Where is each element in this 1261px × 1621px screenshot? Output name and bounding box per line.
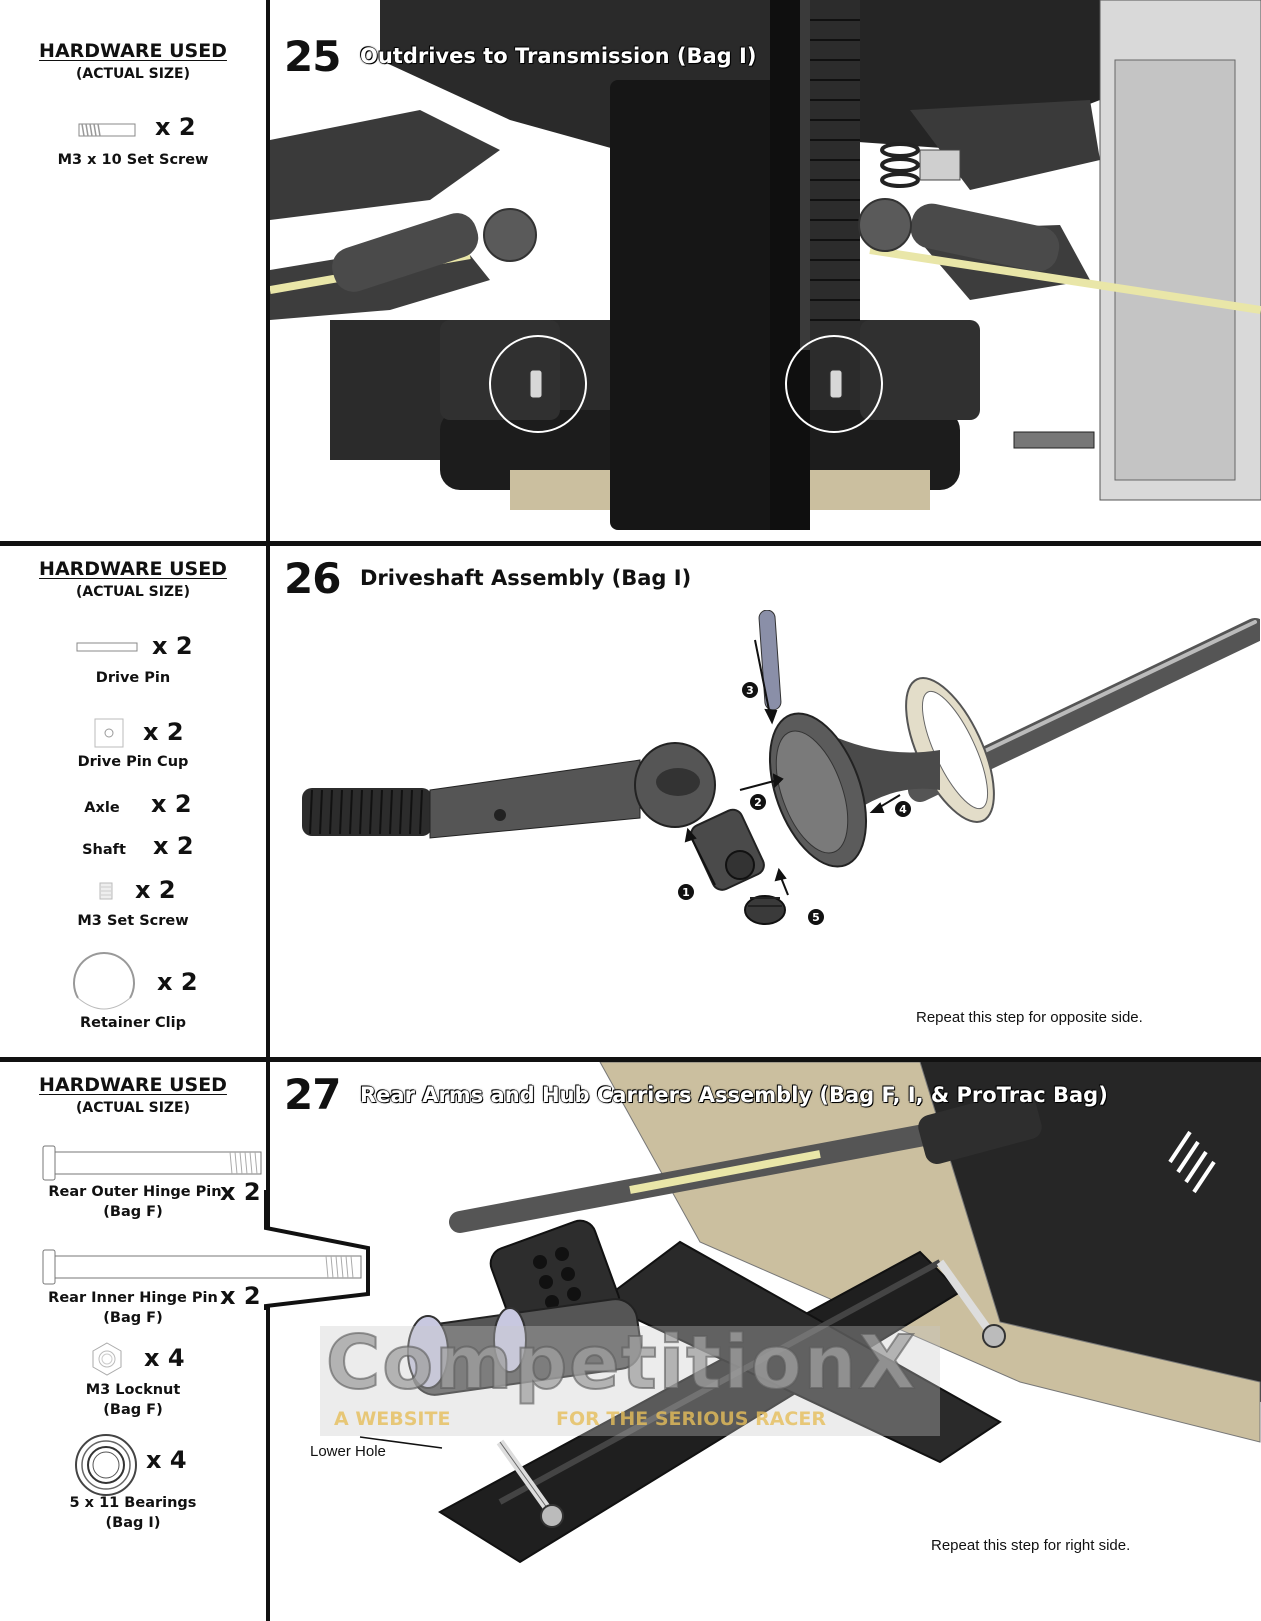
divider-25-26 — [0, 541, 1261, 546]
label-retainer-clip: Retainer Clip — [79, 1015, 186, 1031]
qty-m3x10-set-screw: x 2 — [155, 113, 196, 141]
label-drive-pin: Drive Pin — [95, 670, 171, 686]
driveshaft-exploded-render: 3 2 4 1 5 — [302, 610, 1260, 925]
sublabel-bearings: (Bag I) — [105, 1515, 161, 1531]
sidebar-notch — [264, 1190, 370, 1310]
step-title-25: Outdrives to Transmission (Bag I) — [359, 44, 757, 69]
divider-26-27 — [0, 1057, 1261, 1062]
callout-2-text: 2 — [754, 796, 762, 809]
outdrives-render — [270, 0, 1261, 540]
callout-2 — [750, 794, 766, 810]
qty-rear-inner-hinge-pin: x 2 — [220, 1282, 261, 1310]
label-rear-inner-hinge-pin: Rear Inner Hinge Pin — [48, 1290, 218, 1306]
step-title-26: Driveshaft Assembly (Bag I) — [360, 566, 692, 590]
label-shaft: Shaft — [82, 842, 126, 858]
watermark: CompetitionX A WEBSITE FOR THE SERIOUS R… — [320, 1319, 940, 1436]
watermark-brand: CompetitionX — [325, 1319, 918, 1407]
sublabel-rear-inner-hinge-pin: (Bag F) — [103, 1310, 163, 1326]
bearing-icon — [75, 1434, 137, 1496]
qty-rear-outer-hinge-pin: x 2 — [220, 1178, 261, 1206]
sublabel-m3-locknut: (Bag F) — [103, 1402, 163, 1418]
step-number-27: 27 — [284, 1070, 341, 1119]
note-step-26: Repeat this step for opposite side. — [916, 1009, 1143, 1026]
qty-drive-pin: x 2 — [152, 632, 193, 660]
set-screw-icon — [78, 123, 136, 137]
step-title-27-text: Rear Arms and Hub Carriers Assembly (Bag… — [360, 1083, 1109, 1108]
watermark-tagline-left: A WEBSITE — [334, 1408, 451, 1430]
callout-5-text: 5 — [812, 911, 820, 924]
step-number-26: 26 — [284, 554, 341, 603]
qty-shaft: x 2 — [153, 832, 194, 860]
callout-1-text: 1 — [682, 886, 690, 899]
hinge-pin-icon — [42, 1249, 362, 1285]
callout-4-text: 4 — [899, 803, 907, 816]
note-step-27: Repeat this step for right side. — [931, 1537, 1131, 1554]
hardware-title: HARDWARE USED — [39, 558, 227, 580]
qty-bearings: x 4 — [146, 1446, 187, 1474]
watermark-tagline-right: FOR THE SERIOUS RACER — [556, 1408, 826, 1430]
callout-5 — [808, 909, 824, 925]
label-axle: Axle — [84, 800, 120, 816]
sublabel-rear-outer-hinge-pin: (Bag F) — [103, 1204, 163, 1220]
hardware-subtitle: (ACTUAL SIZE) — [75, 1100, 191, 1116]
qty-retainer-clip: x 2 — [157, 968, 198, 996]
hardware-panel-step-26: HARDWARE USED (ACTUAL SIZE) — [0, 558, 266, 600]
hardware-title: HARDWARE USED — [39, 1074, 227, 1096]
hardware-subtitle: (ACTUAL SIZE) — [75, 584, 191, 600]
step-number-25: 25 — [284, 32, 341, 81]
hinge-pin-icon — [42, 1145, 262, 1181]
callout-1 — [678, 884, 694, 900]
qty-m3-locknut: x 4 — [144, 1344, 185, 1372]
rear-arms-render — [359, 1062, 1261, 1564]
label-m3x10-set-screw: M3 x 10 Set Screw — [57, 152, 209, 168]
annotation-lower-hole: Lower Hole — [310, 1443, 386, 1460]
label-m3-locknut: M3 Locknut — [85, 1382, 181, 1398]
label-m3-set-screw: M3 Set Screw — [77, 913, 189, 929]
set-screw-icon — [99, 882, 113, 900]
qty-m3-set-screw: x 2 — [135, 876, 176, 904]
qty-drive-pin-cup: x 2 — [143, 718, 184, 746]
drive-pin-icon — [76, 642, 138, 652]
drive-pin-cup-icon — [94, 718, 124, 748]
callout-3-text: 3 — [746, 684, 754, 697]
qty-axle: x 2 — [151, 790, 192, 818]
hardware-panel-step-27: HARDWARE USED (ACTUAL SIZE) — [0, 1074, 266, 1116]
hardware-title: HARDWARE USED — [39, 40, 227, 62]
label-bearings: 5 x 11 Bearings — [69, 1495, 197, 1511]
hardware-panel-step-25: HARDWARE USED (ACTUAL SIZE) — [0, 40, 266, 82]
retainer-clip-icon — [73, 952, 135, 1010]
callout-3 — [742, 682, 758, 698]
callout-4 — [895, 801, 911, 817]
hardware-subtitle: (ACTUAL SIZE) — [75, 66, 191, 82]
step-title-27: Rear Arms and Hub Carriers Assembly (Bag… — [360, 1083, 1109, 1108]
vertical-rule — [266, 0, 270, 1621]
locknut-icon — [92, 1342, 122, 1376]
label-rear-outer-hinge-pin: Rear Outer Hinge Pin — [48, 1184, 222, 1200]
label-drive-pin-cup: Drive Pin Cup — [77, 754, 189, 770]
